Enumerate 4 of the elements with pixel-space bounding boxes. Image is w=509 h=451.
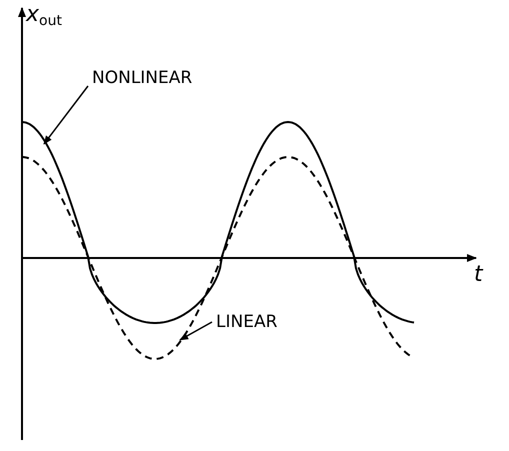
leader-line: [43, 86, 89, 145]
leader-line: [179, 321, 212, 341]
y-axis-label: x$_{out}$: [26, 4, 62, 28]
x-axis-label: t: [474, 264, 483, 286]
